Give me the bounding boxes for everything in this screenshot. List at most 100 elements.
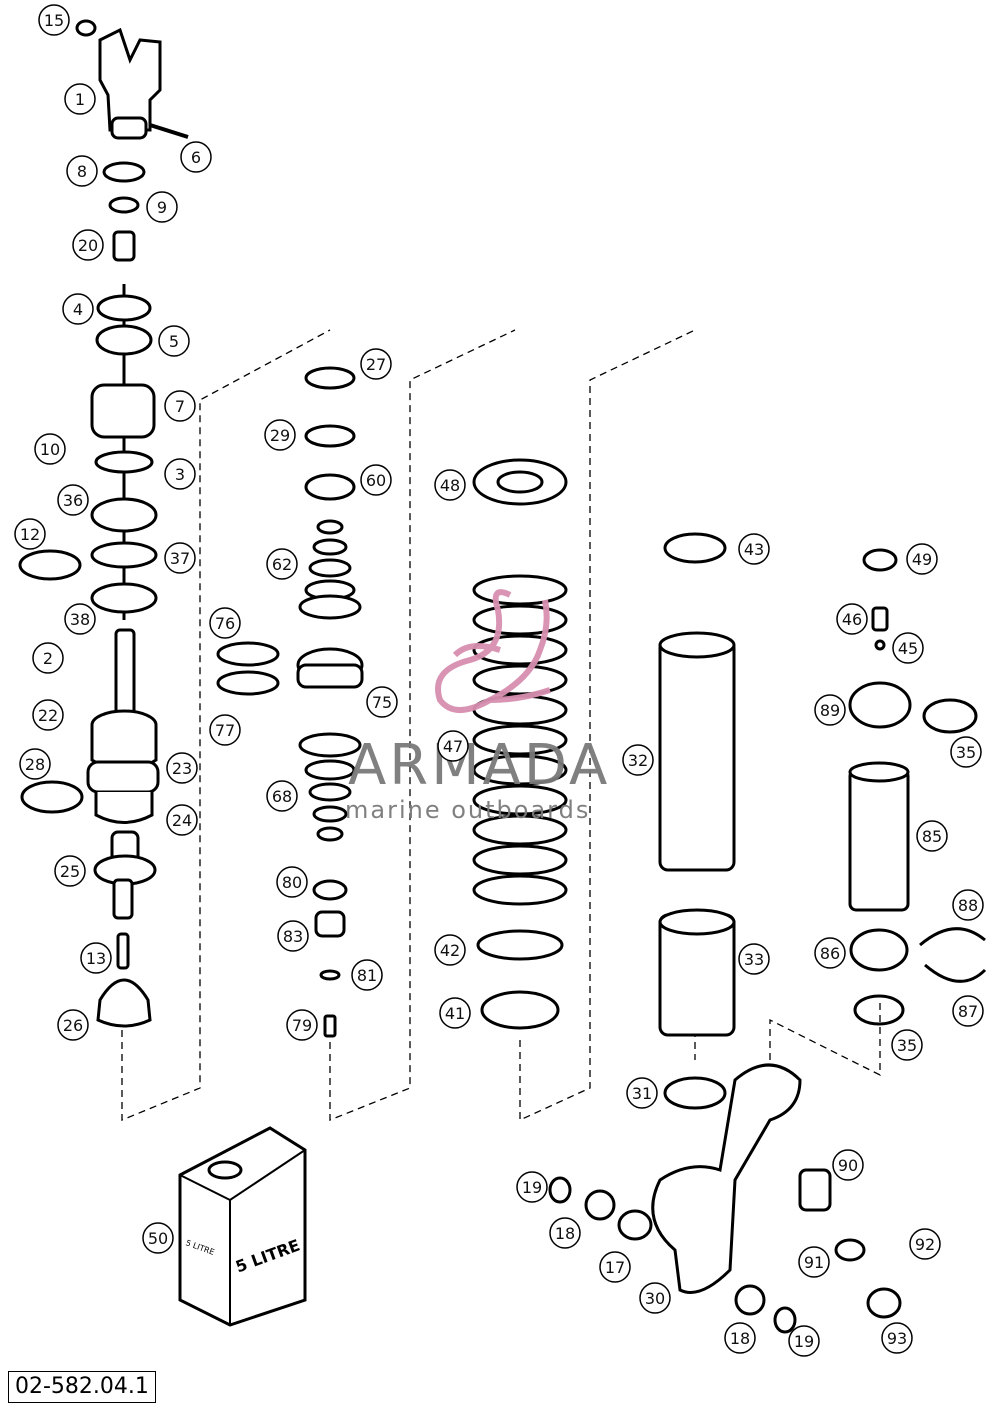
callout-circle bbox=[622, 744, 654, 776]
callout-label: 10 bbox=[40, 440, 60, 459]
column-shim-stack bbox=[216, 366, 364, 1038]
callout-circle bbox=[166, 752, 198, 784]
callout-circle bbox=[54, 855, 86, 887]
callout-circle bbox=[209, 607, 241, 639]
callout-circle bbox=[724, 1322, 756, 1354]
callout-label: 75 bbox=[372, 693, 392, 712]
callout-circle bbox=[738, 533, 770, 565]
callout-label: 6 bbox=[191, 148, 201, 167]
callout-label: 48 bbox=[440, 476, 460, 495]
callout-label: 18 bbox=[555, 1224, 575, 1243]
callout-circle bbox=[549, 1217, 581, 1249]
callout-circle bbox=[38, 4, 70, 36]
callout-circle bbox=[952, 889, 984, 921]
callout-label: 2 bbox=[43, 649, 53, 668]
callout-label: 23 bbox=[172, 759, 192, 778]
callout-label: 19 bbox=[794, 1332, 814, 1351]
callout-circle bbox=[360, 348, 392, 380]
watermark: ARMADA marine outboards bbox=[345, 589, 610, 824]
callout-label: 41 bbox=[445, 1004, 465, 1023]
callout-label: 93 bbox=[887, 1329, 907, 1348]
callout-label: 25 bbox=[60, 862, 80, 881]
watermark-logo-mark bbox=[435, 589, 551, 713]
callout-circle bbox=[19, 748, 51, 780]
callout-circle bbox=[72, 229, 104, 261]
callout-label: 28 bbox=[25, 755, 45, 774]
callout-circle bbox=[14, 518, 46, 550]
callout-label: 19 bbox=[522, 1178, 542, 1197]
callout-circle bbox=[950, 736, 982, 768]
callout-label: 88 bbox=[958, 896, 978, 915]
callout-circle bbox=[516, 1171, 548, 1203]
callout-circle bbox=[892, 632, 924, 664]
callout-circle bbox=[952, 995, 984, 1027]
callout-label: 5 bbox=[169, 332, 179, 351]
column-reservoir bbox=[548, 548, 987, 1334]
callout-circle bbox=[437, 730, 469, 762]
callout-label: 35 bbox=[897, 1036, 917, 1055]
callout-label: 85 bbox=[922, 827, 942, 846]
callout-circle bbox=[142, 1222, 174, 1254]
callout-circle bbox=[909, 1228, 941, 1260]
callout-label: 79 bbox=[292, 1016, 312, 1035]
callout-label: 80 bbox=[282, 873, 302, 892]
callout-label: 50 bbox=[148, 1229, 168, 1248]
callout-label: 83 bbox=[283, 927, 303, 946]
document-number: 02-582.04.1 bbox=[8, 1371, 156, 1403]
callout-circle bbox=[264, 419, 296, 451]
callout-circle bbox=[32, 642, 64, 674]
callout-circle bbox=[158, 325, 190, 357]
callout-label: 49 bbox=[912, 550, 932, 569]
callout-circle bbox=[439, 997, 471, 1029]
callout-circle bbox=[57, 484, 89, 516]
callout-circle bbox=[351, 959, 383, 991]
callout-label: 13 bbox=[86, 949, 106, 968]
callout-label: 22 bbox=[38, 706, 58, 725]
callout-circle bbox=[146, 191, 178, 223]
callout-circle bbox=[916, 820, 948, 852]
callout-label: 36 bbox=[63, 491, 83, 510]
callout-circle bbox=[64, 83, 96, 115]
callout-circle bbox=[64, 603, 96, 635]
callout-label: 81 bbox=[357, 966, 377, 985]
callout-circle bbox=[57, 1009, 89, 1041]
callout-label: 91 bbox=[804, 1253, 824, 1272]
callout-label: 38 bbox=[70, 610, 90, 629]
callout-circle bbox=[276, 866, 308, 898]
callout-label: 46 bbox=[842, 610, 862, 629]
callout-label: 15 bbox=[44, 11, 64, 30]
column-spring bbox=[472, 458, 568, 1030]
watermark-name: ARMADA bbox=[348, 733, 610, 798]
callout-circle bbox=[639, 1282, 671, 1314]
callout-label: 18 bbox=[730, 1329, 750, 1348]
callout-circle bbox=[80, 942, 112, 974]
callout-circle bbox=[66, 155, 98, 187]
callout-circle bbox=[798, 1246, 830, 1278]
callout-circle bbox=[62, 293, 94, 325]
callout-circle bbox=[266, 548, 298, 580]
callout-circle bbox=[164, 390, 196, 422]
callout-label: 20 bbox=[78, 236, 98, 255]
callout-circle bbox=[166, 804, 198, 836]
callout-label: 17 bbox=[605, 1258, 625, 1277]
callout-label: 7 bbox=[175, 397, 185, 416]
callout-label: 33 bbox=[744, 950, 764, 969]
callout-label: 35 bbox=[956, 743, 976, 762]
callout-circle bbox=[881, 1322, 913, 1354]
column-damper-body bbox=[651, 532, 802, 1294]
callout-label: 31 bbox=[632, 1084, 652, 1103]
callout-circle bbox=[209, 714, 241, 746]
callout-circle bbox=[277, 920, 309, 952]
callout-circle bbox=[366, 686, 398, 718]
callout-circle bbox=[814, 694, 846, 726]
callout-label: 92 bbox=[915, 1235, 935, 1254]
callout-circle bbox=[434, 934, 466, 966]
callout-circle bbox=[34, 433, 66, 465]
callout-circle bbox=[434, 469, 466, 501]
callout-label: 8 bbox=[77, 162, 87, 181]
callout-circle bbox=[906, 543, 938, 575]
callout-label: 24 bbox=[172, 811, 192, 830]
callout-label: 89 bbox=[820, 701, 840, 720]
